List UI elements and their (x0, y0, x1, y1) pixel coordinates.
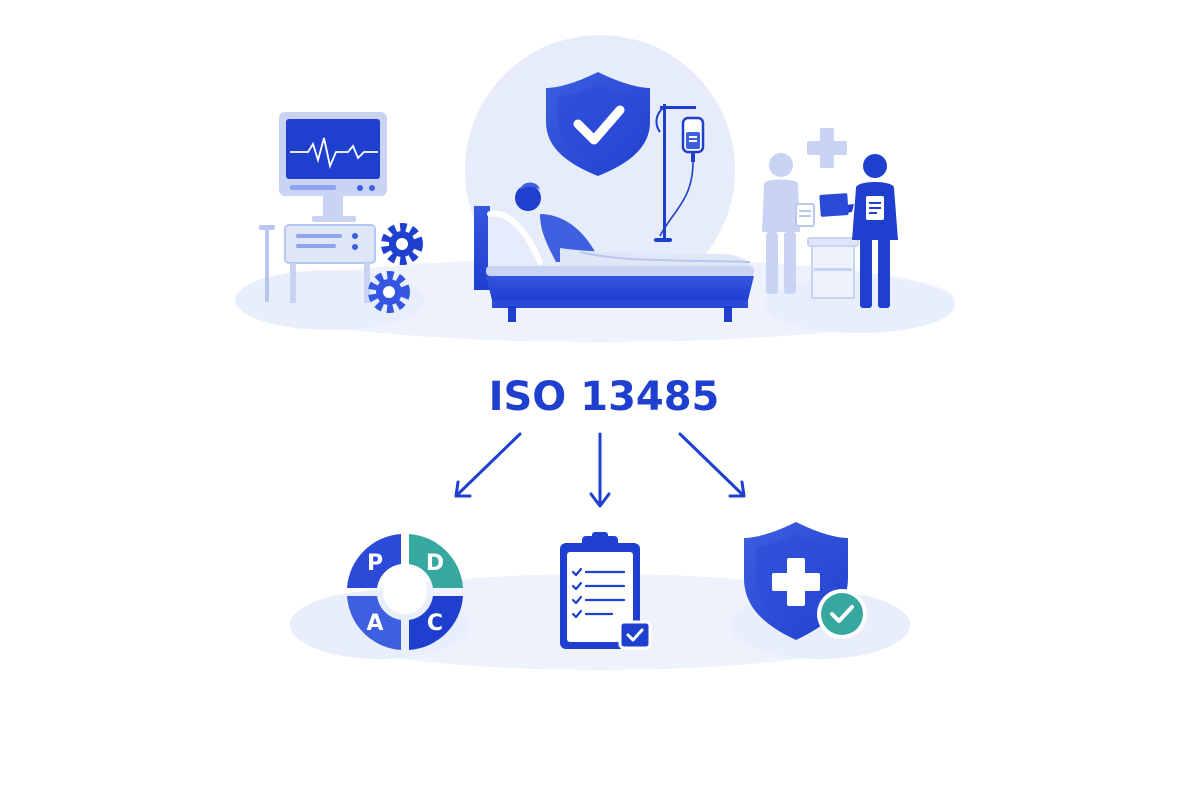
arrow-right (678, 432, 746, 498)
arrow-center (589, 432, 611, 508)
doctor-icon (819, 154, 898, 308)
nurse-icon (762, 153, 815, 294)
arrows (454, 432, 746, 508)
arrow-left (454, 432, 522, 498)
medical-cross-icon (807, 128, 847, 168)
shield-check-icon (546, 72, 650, 176)
bottom-scene: P D C A (290, 522, 910, 670)
iv-drip-icon (654, 104, 705, 242)
pdca-label-do: D (426, 551, 444, 576)
pdca-segment-do (409, 534, 463, 588)
check-badge-icon-teal (817, 589, 867, 639)
hospital-bed-icon (474, 182, 754, 322)
patient-head (515, 185, 541, 211)
checklist-clipboard-icon (560, 532, 652, 650)
shield-cross-icon (744, 522, 867, 640)
gear-icon (381, 223, 423, 265)
pdca-label-act: A (366, 611, 383, 636)
side-table (807, 237, 859, 299)
check-badge-icon (618, 620, 652, 650)
hospital-scene (235, 35, 955, 342)
pdca-segment-plan (347, 534, 401, 588)
diagram-title: ISO 13485 (489, 374, 720, 420)
pdca-segment-act (347, 596, 401, 650)
heart-monitor-icon (259, 112, 387, 303)
pdca-cycle-icon: P D C A (347, 534, 463, 650)
pdca-label-check: C (427, 611, 443, 636)
pdca-label-plan: P (367, 551, 383, 576)
pdca-segment-check (409, 596, 463, 650)
gear-icon-small (368, 271, 410, 313)
